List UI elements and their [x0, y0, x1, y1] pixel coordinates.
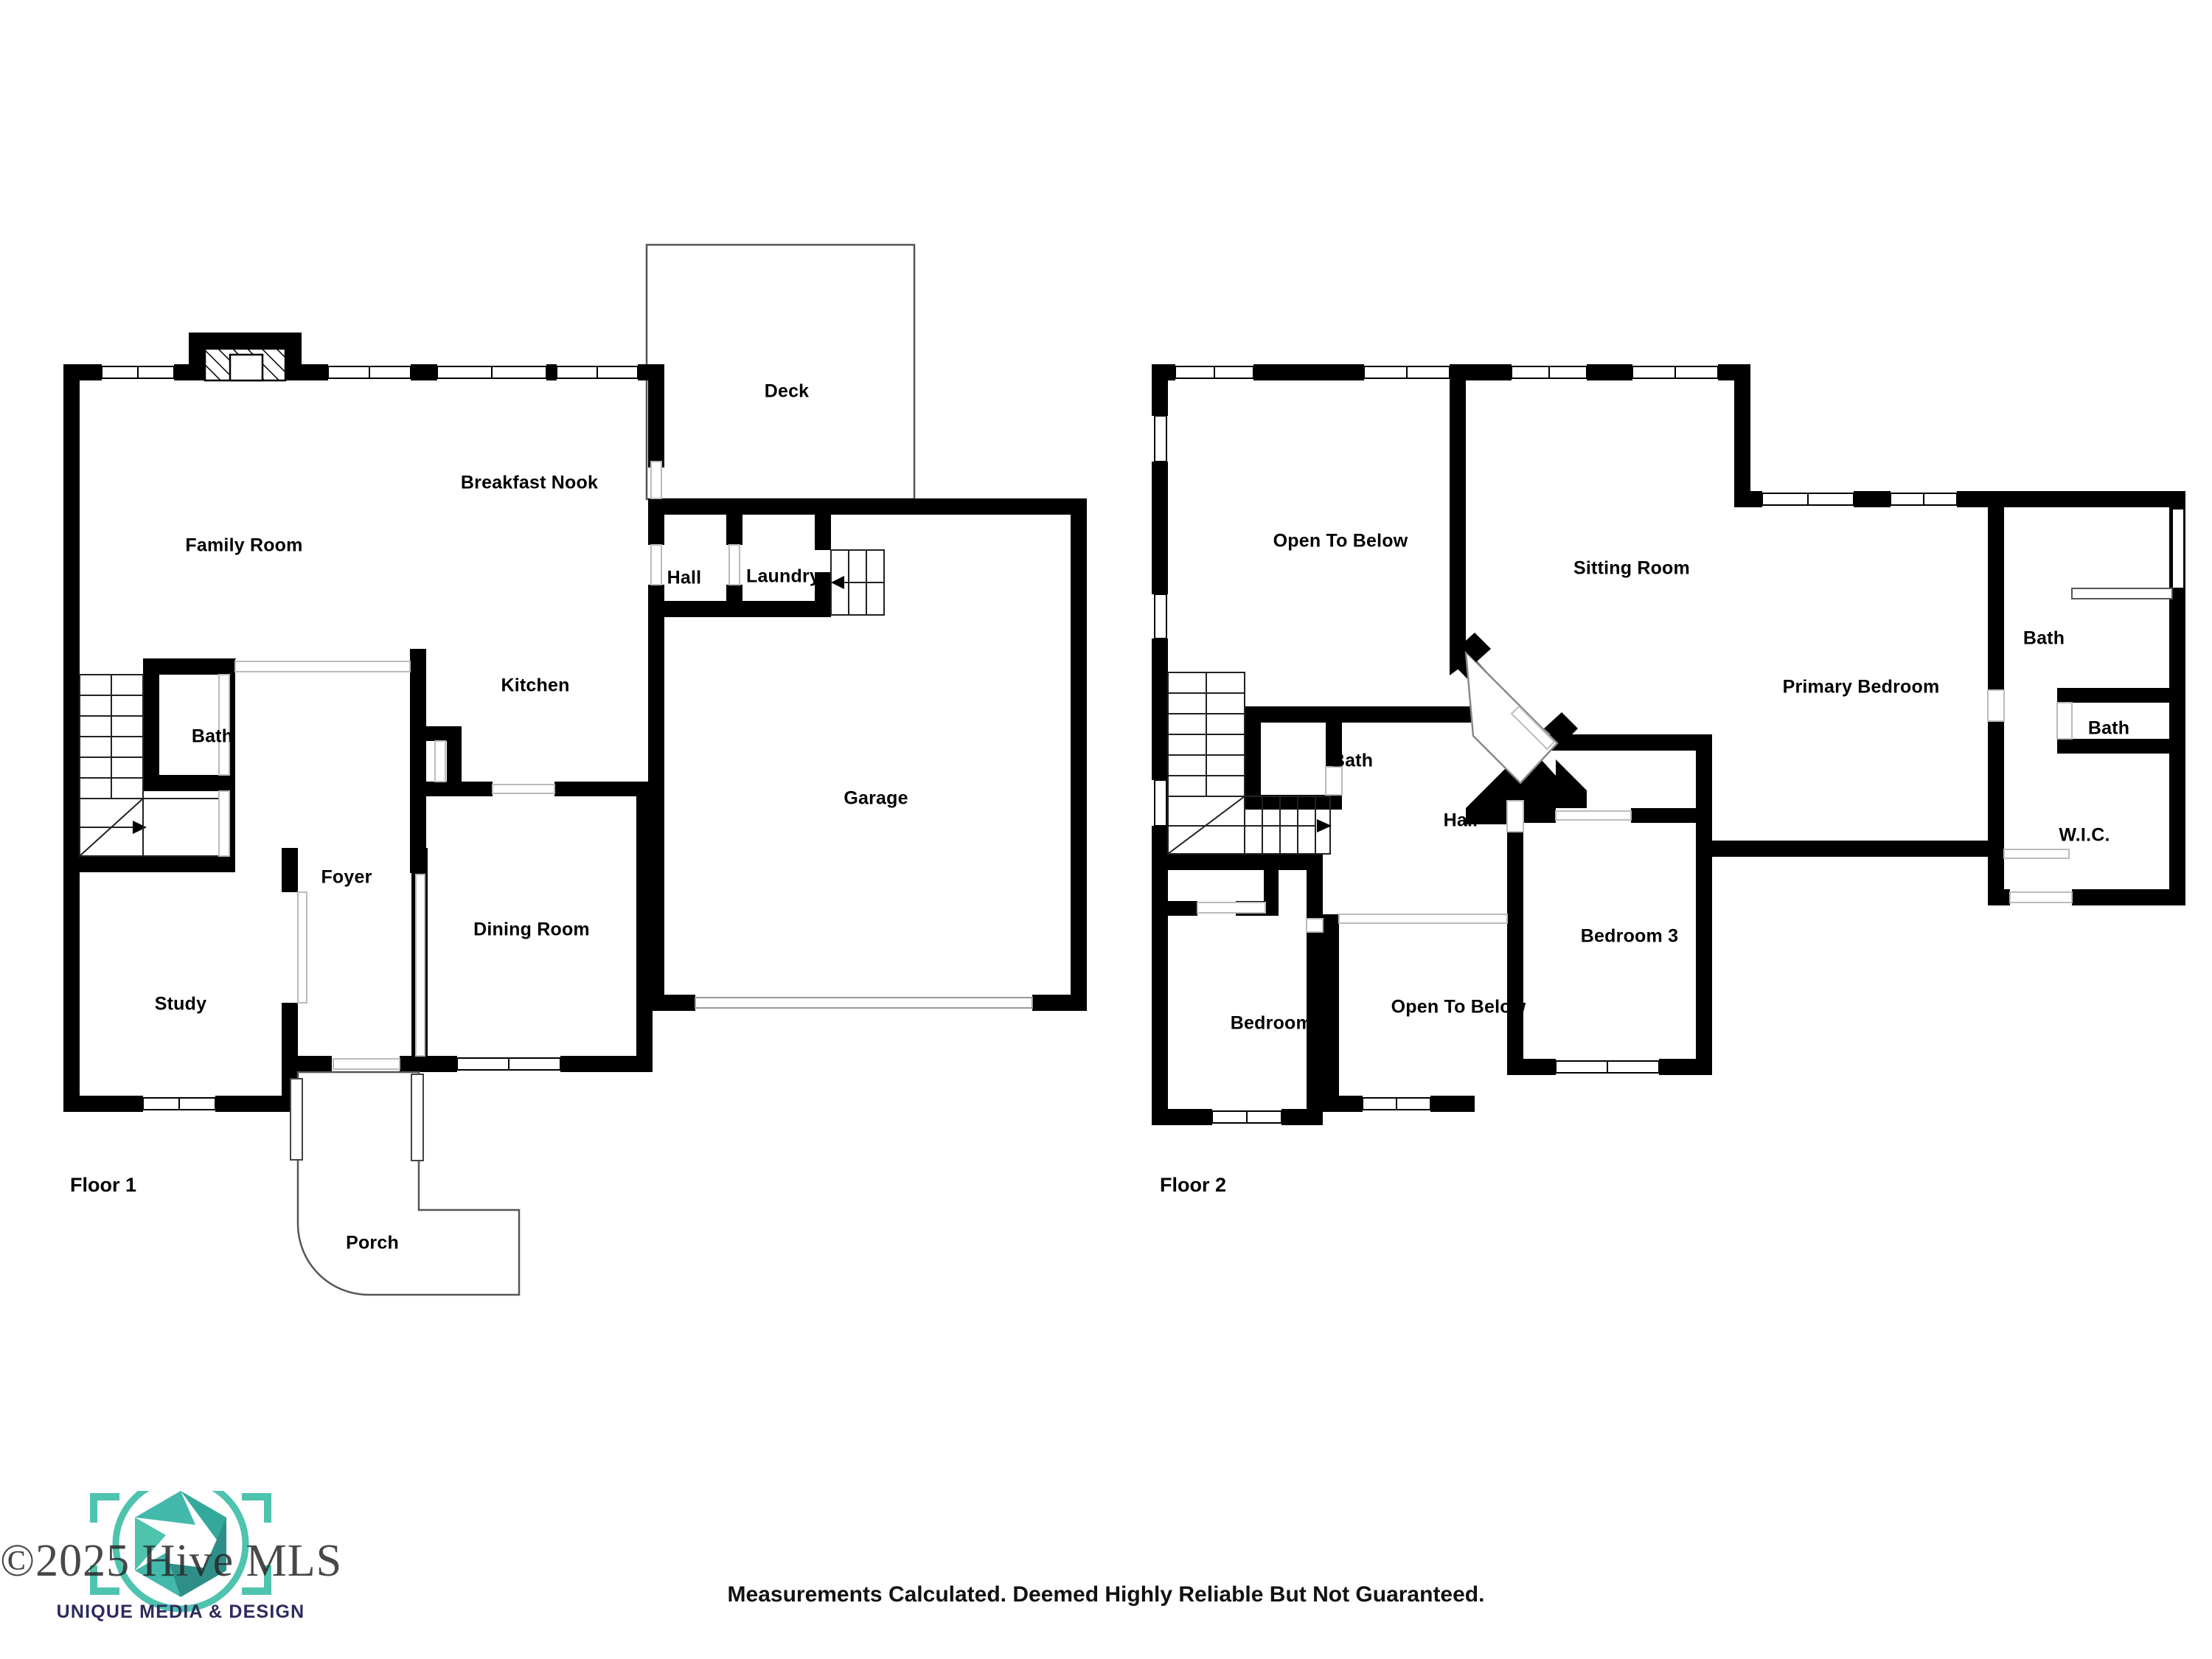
room-label-kitchen: Kitchen [501, 675, 570, 696]
room-label-hall-floor1: Hall [667, 567, 702, 588]
room-label-bedroom-2: Bedroom 2 [1230, 1012, 1329, 1034]
room-label-family-room: Family Room [185, 535, 303, 556]
porch-outline [296, 1071, 521, 1296]
mls-watermark: ©2025 Hive MLS [0, 1536, 343, 1586]
room-label-bath-primary: Bath [2023, 627, 2065, 649]
room-label-wic: W.I.C. [2059, 824, 2110, 846]
room-label-bath-secondary: Bath [2087, 717, 2130, 739]
room-label-open-to-below-lower: Open To Below [1391, 996, 1526, 1018]
room-label-garage: Garage [844, 787, 908, 809]
room-label-porch: Porch [346, 1232, 399, 1253]
room-label-foyer: Foyer [321, 866, 372, 888]
deck-outline [645, 243, 916, 501]
room-label-bedroom-3: Bedroom 3 [1580, 925, 1679, 947]
room-label-sitting-room: Sitting Room [1573, 557, 1690, 579]
garage-door [695, 997, 1033, 1009]
floor-2-label: Floor 2 [1160, 1174, 1227, 1196]
brand-logo: UNIQUE MEDIA & DESIGN [41, 1491, 321, 1638]
fireplace [204, 347, 287, 382]
floor1-garage-block-walls [648, 451, 1087, 1011]
floor2-walls [1152, 364, 2185, 1125]
room-label-bath-hall: Bath [1331, 750, 1374, 771]
room-label-bath-floor1: Bath [191, 726, 234, 747]
room-label-hall-floor2: Hall [1443, 810, 1478, 831]
floor1-exterior-walls [63, 333, 664, 1112]
floor-2-plan [1152, 364, 2185, 1125]
brand-name: UNIQUE MEDIA & DESIGN [56, 1601, 305, 1622]
room-label-deck: Deck [764, 380, 810, 402]
floor1-window-mullions [137, 366, 598, 1110]
porch-columns [290, 1074, 424, 1161]
floor1-openings [218, 461, 740, 1070]
room-label-breakfast-nook: Breakfast Nook [460, 472, 599, 493]
floor2-openings [1197, 689, 2073, 933]
floor2-stairs [1167, 672, 1332, 855]
room-label-primary-bedroom: Primary Bedroom [1782, 676, 1940, 698]
floor-1-label: Floor 1 [70, 1174, 137, 1196]
disclaimer-text: Measurements Calculated. Deemed Highly R… [727, 1582, 1485, 1607]
floor2-angled-closet [1464, 649, 1559, 785]
floor2-angled-closet-wall [1460, 633, 1578, 745]
room-label-dining-room: Dining Room [473, 919, 590, 940]
floor-1-plan [63, 243, 1087, 1296]
room-label-open-to-below-upper: Open To Below [1273, 530, 1408, 552]
room-label-study: Study [154, 993, 207, 1015]
room-label-laundry: Laundry [745, 566, 821, 587]
floor2-window-mullions [1214, 366, 1924, 1123]
floor2-bath-fixtures [2071, 588, 2173, 599]
floor1-garage-steps [830, 549, 885, 616]
